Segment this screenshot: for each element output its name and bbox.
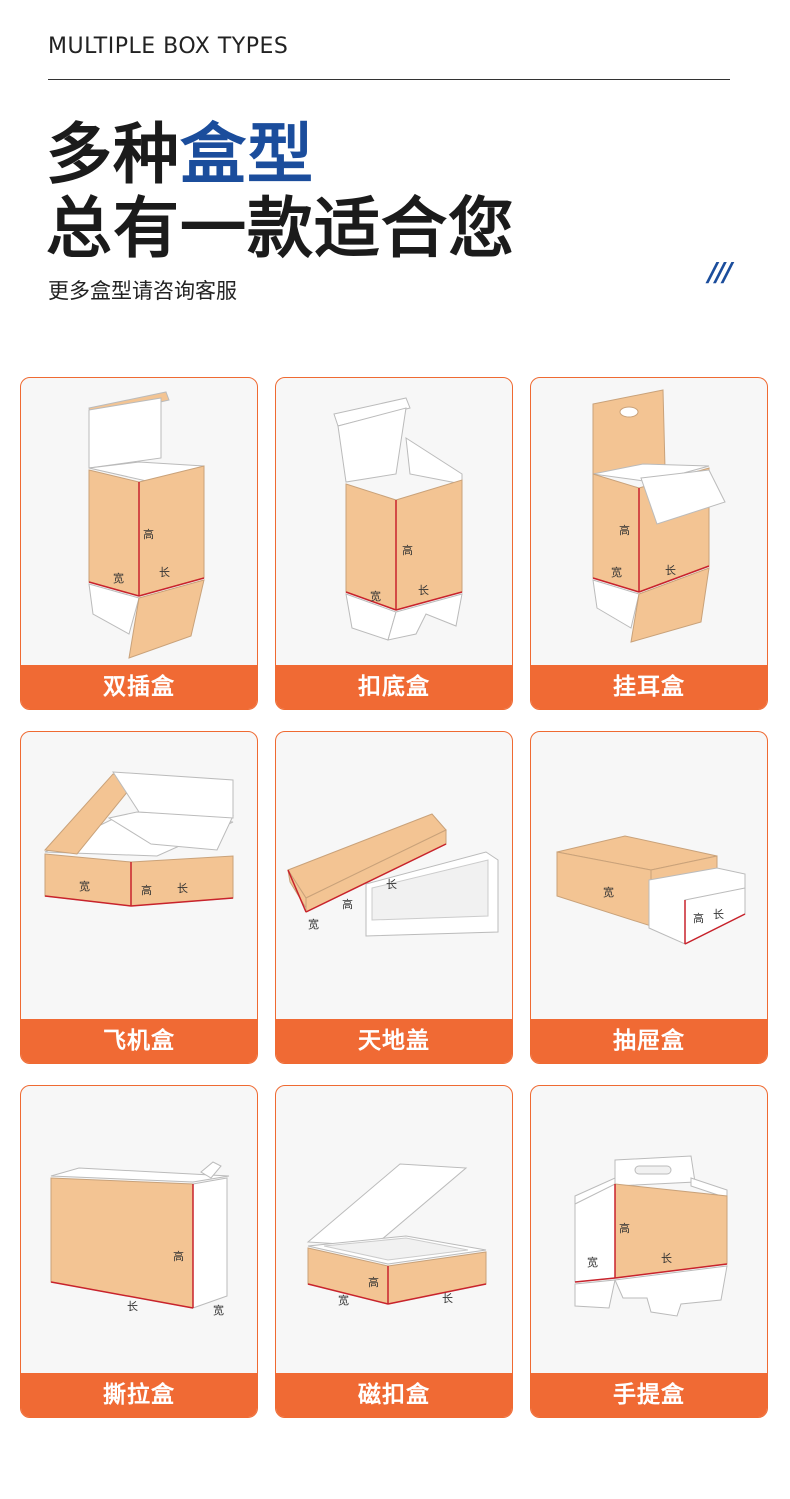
headline-accent: 盒型 <box>180 116 314 193</box>
svg-text:高: 高 <box>173 1249 184 1263</box>
svg-text:高: 高 <box>402 543 413 557</box>
svg-text:宽: 宽 <box>587 1255 598 1269</box>
svg-text:长: 长 <box>159 566 170 579</box>
svg-text:宽: 宽 <box>370 589 381 603</box>
box-label: 撕拉盒 <box>21 1373 257 1417</box>
box-label: 手提盒 <box>531 1373 767 1417</box>
box-card-mailer[interactable]: 宽 高 长 飞机盒 <box>20 731 258 1064</box>
box-label: 磁扣盒 <box>276 1373 512 1417</box>
svg-text:宽: 宽 <box>308 917 319 931</box>
svg-text:长: 长 <box>386 878 397 891</box>
lid-and-base-box-illustration: 宽 高 长 <box>287 813 499 937</box>
box-card-drawer[interactable]: 宽 高 长 抽屉盒 <box>530 731 768 1064</box>
svg-text:宽: 宽 <box>113 571 124 585</box>
svg-text:长: 长 <box>661 1252 672 1265</box>
box-label: 双插盒 <box>21 665 257 709</box>
headline-line-2: 总有一款适合您 <box>46 190 515 267</box>
double-tuck-box-illustration: 高 宽 长 <box>88 391 205 659</box>
box-label: 扣底盒 <box>276 665 512 709</box>
headline-line-1: 多种盒型 <box>46 116 314 193</box>
svg-text:宽: 宽 <box>603 885 614 899</box>
svg-text:高: 高 <box>619 1221 630 1235</box>
slashes-decor: /// <box>708 258 732 288</box>
mailer-box-illustration: 宽 高 长 <box>43 771 234 907</box>
box-card-tear-strip[interactable]: 高 长 宽 撕拉盒 <box>20 1085 258 1418</box>
svg-text:高: 高 <box>368 1275 379 1289</box>
svg-text:宽: 宽 <box>338 1293 349 1307</box>
svg-text:宽: 宽 <box>611 565 622 579</box>
box-card-lock-bottom[interactable]: 高 宽 长 扣底盒 <box>275 377 513 710</box>
box-label: 挂耳盒 <box>531 665 767 709</box>
box-card-hanger[interactable]: 高 宽 长 挂耳盒 <box>530 377 768 710</box>
lock-bottom-box-illustration: 高 宽 长 <box>333 397 463 641</box>
svg-text:高: 高 <box>693 911 704 925</box>
box-card-magnetic[interactable]: 高 宽 长 磁扣盒 <box>275 1085 513 1418</box>
svg-text:长: 长 <box>665 564 676 577</box>
svg-text:长: 长 <box>442 1292 453 1305</box>
box-card-lid-base[interactable]: 宽 高 长 天地盖 <box>275 731 513 1064</box>
box-label: 天地盖 <box>276 1019 512 1063</box>
box-card-double-tuck[interactable]: 高 宽 长 双插盒 <box>20 377 258 710</box>
hanger-box-illustration: 高 宽 长 <box>592 389 726 643</box>
svg-text:长: 长 <box>418 584 429 597</box>
svg-text:高: 高 <box>141 883 152 897</box>
box-label: 抽屉盒 <box>531 1019 767 1063</box>
header-kicker: MULTIPLE BOX TYPES <box>48 34 289 59</box>
svg-text:宽: 宽 <box>79 879 90 893</box>
box-label: 飞机盒 <box>21 1019 257 1063</box>
headline: 多种盒型 总有一款适合您 <box>46 118 515 266</box>
svg-text:高: 高 <box>342 897 353 911</box>
tear-strip-box-illustration: 高 长 宽 <box>50 1161 230 1317</box>
svg-text:长: 长 <box>713 908 724 921</box>
svg-text:宽: 宽 <box>213 1303 224 1317</box>
drawer-box-illustration: 宽 高 长 <box>556 835 746 945</box>
svg-text:高: 高 <box>143 527 154 541</box>
svg-text:长: 长 <box>127 1300 138 1313</box>
header-rule <box>48 79 730 80</box>
subline: 更多盒型请咨询客服 <box>48 279 237 303</box>
handle-box-illustration: 高 宽 长 <box>574 1155 728 1317</box>
box-card-handle[interactable]: 高 宽 长 手提盒 <box>530 1085 768 1418</box>
svg-text:长: 长 <box>177 882 188 895</box>
magnetic-closure-box-illustration: 高 宽 长 <box>306 1163 487 1307</box>
svg-text:高: 高 <box>619 523 630 537</box>
